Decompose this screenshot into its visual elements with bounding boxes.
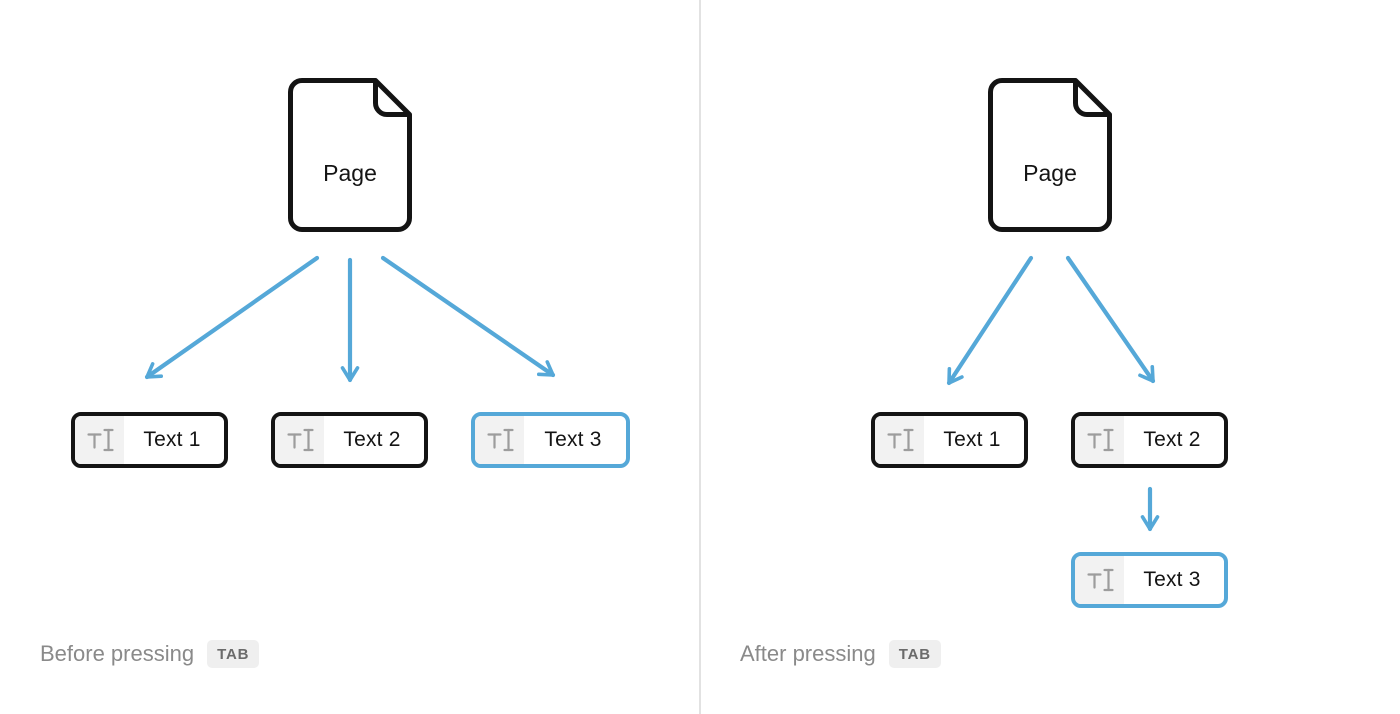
page-label: Page — [1023, 159, 1077, 186]
caption-after: After pressing TAB — [740, 640, 941, 668]
document-icon — [988, 78, 1112, 232]
text-block-2-before: Text 2 — [271, 412, 428, 468]
text-cursor-icon — [275, 416, 324, 464]
tab-key-badge: TAB — [207, 640, 260, 668]
arrow-page-to-text1-right — [946, 255, 1034, 386]
page-label: Page — [323, 159, 377, 186]
caption-text: After pressing — [740, 641, 876, 666]
text-block-label: Text 2 — [1143, 428, 1201, 451]
text-block-3-before-selected: Text 3 — [471, 412, 630, 468]
arrow-page-to-text1-left — [144, 255, 320, 380]
document-icon — [288, 78, 412, 232]
text-block-label: Text 2 — [343, 428, 401, 451]
text-block-label: Text 1 — [943, 428, 1001, 451]
text-cursor-icon — [1075, 416, 1124, 464]
text-block-3-after-indented: Text 3 — [1071, 552, 1228, 608]
text-cursor-icon — [75, 416, 124, 464]
caption-before: Before pressing TAB — [40, 640, 260, 668]
tab-key-badge: TAB — [888, 640, 941, 668]
caption-text: Before pressing — [40, 641, 195, 666]
text-block-1-after: Text 1 — [871, 412, 1028, 468]
text-cursor-icon — [1075, 556, 1124, 604]
text-block-2-after: Text 2 — [1071, 412, 1228, 468]
text-block-label: Text 1 — [143, 428, 201, 451]
text-block-label: Text 3 — [1143, 568, 1201, 591]
panel-divider — [699, 0, 701, 714]
page-icon: Page — [988, 78, 1112, 232]
page-icon: Page — [288, 78, 412, 232]
text-cursor-icon — [875, 416, 924, 464]
text-block-label: Text 3 — [544, 428, 602, 451]
arrow-page-to-text3-left — [380, 255, 556, 378]
text-cursor-icon — [475, 416, 524, 464]
text-block-1-before: Text 1 — [71, 412, 228, 468]
arrow-page-to-text2-right — [1065, 255, 1156, 384]
